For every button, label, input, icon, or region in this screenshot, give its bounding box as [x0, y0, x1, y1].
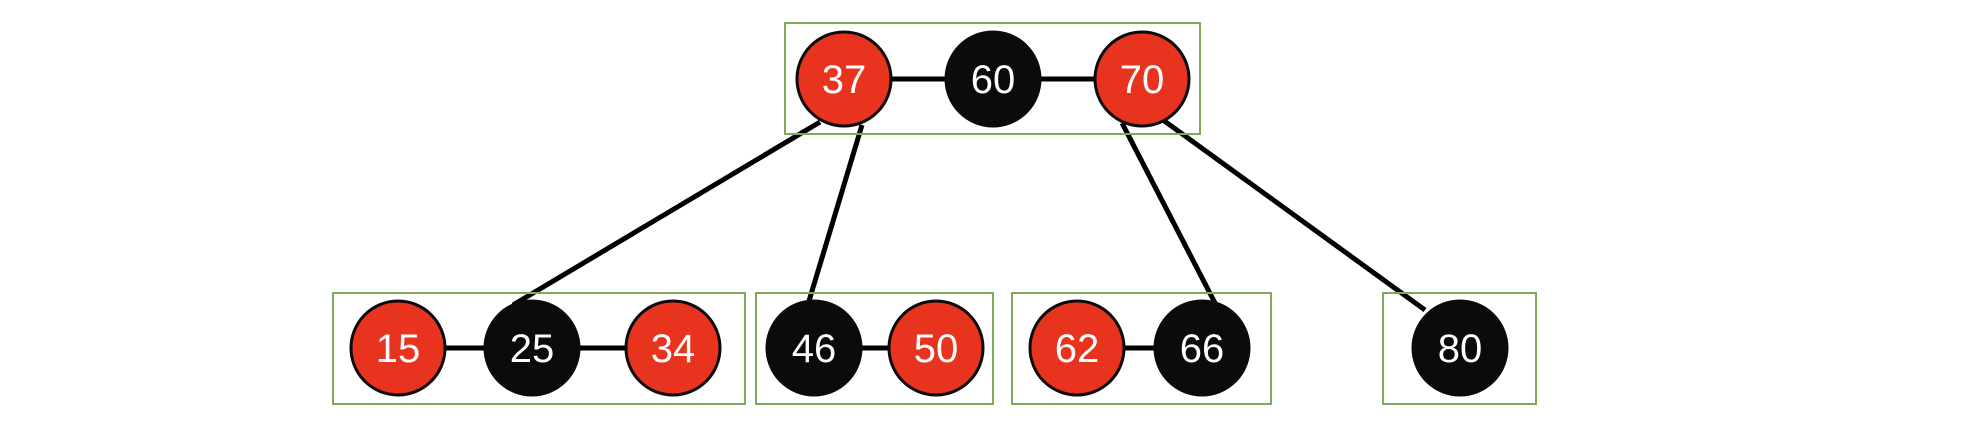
edges-layer — [511, 117, 1427, 313]
group-box-leaf-cluster-4 — [1382, 292, 1537, 405]
group-box-leaf-cluster-1 — [332, 292, 746, 405]
group-box-leaf-cluster-3 — [1011, 292, 1272, 405]
tree-node-25[interactable]: 25 — [483, 299, 581, 397]
tree-node-15[interactable]: 15 — [349, 299, 447, 397]
tree-node-70[interactable]: 70 — [1093, 30, 1191, 128]
node-circle-red — [1093, 30, 1191, 128]
node-circle-red — [887, 299, 985, 397]
node-label: 50 — [914, 327, 959, 371]
node-label: 70 — [1120, 58, 1165, 102]
node-circle-black — [944, 30, 1042, 128]
node-circle-black — [483, 299, 581, 397]
tree-node-46[interactable]: 46 — [765, 299, 863, 397]
tree-edge — [806, 124, 865, 302]
group-box-leaf-cluster-2 — [755, 292, 994, 405]
node-label: 62 — [1055, 327, 1100, 371]
tree-node-66[interactable]: 66 — [1153, 299, 1251, 397]
node-label: 34 — [651, 327, 696, 371]
node-circle-black — [1411, 299, 1509, 397]
node-label: 37 — [822, 58, 867, 102]
tree-node-80[interactable]: 80 — [1411, 299, 1509, 397]
tree-edge — [1161, 117, 1427, 313]
node-label: 46 — [792, 327, 837, 371]
node-circle-red — [349, 299, 447, 397]
node-circle-red — [795, 30, 893, 128]
group-boxes-layer — [332, 22, 1537, 405]
node-circle-black — [765, 299, 863, 397]
tree-node-37[interactable]: 37 — [795, 30, 893, 128]
group-box-root-cluster — [784, 22, 1201, 135]
node-circle-red — [624, 299, 722, 397]
tree-node-62[interactable]: 62 — [1028, 299, 1126, 397]
tree-edge — [511, 119, 822, 308]
node-circle-red — [1028, 299, 1126, 397]
tree-node-50[interactable]: 50 — [887, 299, 985, 397]
node-label: 15 — [376, 327, 421, 371]
node-label: 25 — [510, 327, 555, 371]
node-label: 66 — [1180, 327, 1225, 371]
node-label: 60 — [971, 58, 1016, 102]
nodes-layer: 37 60 70 15 25 34 46 50 62 66 80 — [349, 30, 1509, 397]
node-circle-black — [1153, 299, 1251, 397]
node-label: 80 — [1438, 327, 1483, 371]
tree-node-34[interactable]: 34 — [624, 299, 722, 397]
tree-edge — [1119, 121, 1218, 305]
tree-node-60[interactable]: 60 — [944, 30, 1042, 128]
